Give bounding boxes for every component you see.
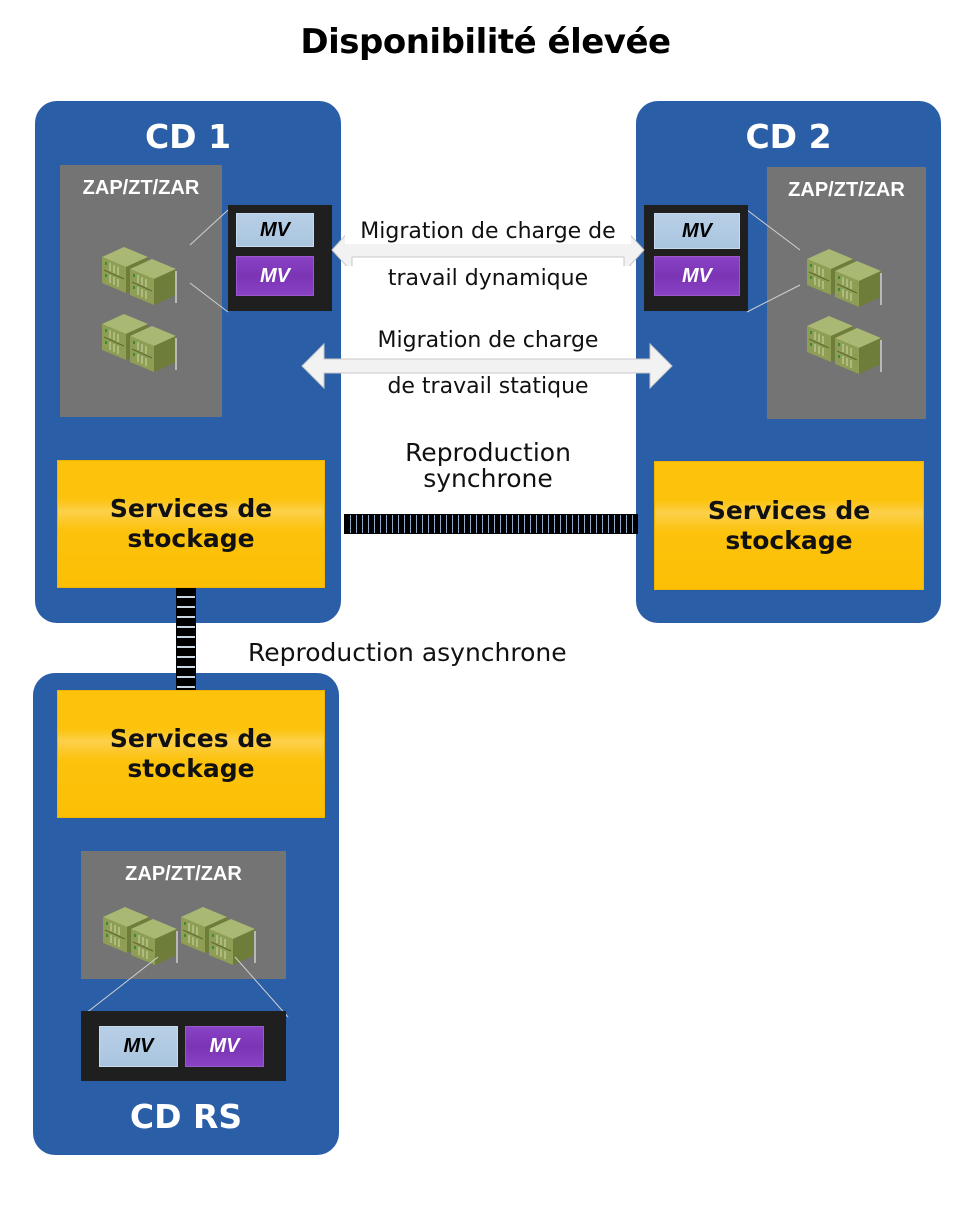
static-migration-label-line2: de travail statique [387,374,589,399]
server-cluster-icon [102,243,182,313]
storage-services-cdrs: Services de stockage [57,690,325,818]
static-migration-label-line1: Migration de charge [377,328,599,353]
vm-container-cd1: MV MV [228,205,332,311]
vm-tile: MV [99,1026,178,1067]
vm-tile: MV [236,213,314,247]
storage-label-line1: Services de [109,724,273,753]
zone-cd2: ZAP/ZT/ZAR [767,167,926,419]
vm-tile: MV [185,1026,264,1067]
datacenter-cd2-label: CD 2 [745,117,832,156]
sync-replication-label-line2: synchrone [423,464,553,493]
diagram-title: Disponibilité élevée [300,22,671,62]
storage-services-cd1: Services de stockage [57,460,325,588]
zoom-lines [746,209,801,313]
zone-cdrs: ZAP/ZT/ZAR [81,851,286,979]
vm-tile: MV [654,256,740,296]
server-cluster-icon [102,310,182,380]
zone-cdrs-label: ZAP/ZT/ZAR [125,863,242,885]
storage-label-line1: Services de [109,494,273,523]
storage-label-line2: stockage [725,525,853,555]
async-replication-link [176,588,196,690]
zoom-lines [189,209,229,313]
datacenter-cd1-label: CD 1 [144,117,232,156]
zoom-lines [80,956,289,1018]
vm-tile: MV [236,256,314,296]
async-replication-label: Reproduction asynchrone [248,638,567,667]
storage-label-line2: stockage [127,754,255,783]
storage-services-cd2: Services de stockage [654,461,924,590]
vm-tile: MV [654,213,740,249]
storage-label-line2: stockage [127,524,255,553]
server-cluster-icon [807,312,887,382]
storage-label-line1: Services de [707,495,871,525]
sync-replication-label-line1: Reproduction [405,438,571,467]
zone-cd2-label: ZAP/ZT/ZAR [788,179,905,201]
server-cluster-icon [807,245,887,315]
sync-replication-link [344,514,638,534]
dynamic-migration-label-line1: Migration de charge de [345,219,631,244]
vm-container-cd2: MV MV [644,205,748,311]
static-migration-arrow [301,342,673,390]
dynamic-migration-label-line2: travail dynamique [345,266,631,291]
zone-cd1: ZAP/ZT/ZAR [60,165,222,417]
zone-cd1-label: ZAP/ZT/ZAR [82,177,200,199]
vm-container-cdrs: MV MV [81,1011,286,1081]
datacenter-cdrs-label: CD RS [129,1097,243,1136]
